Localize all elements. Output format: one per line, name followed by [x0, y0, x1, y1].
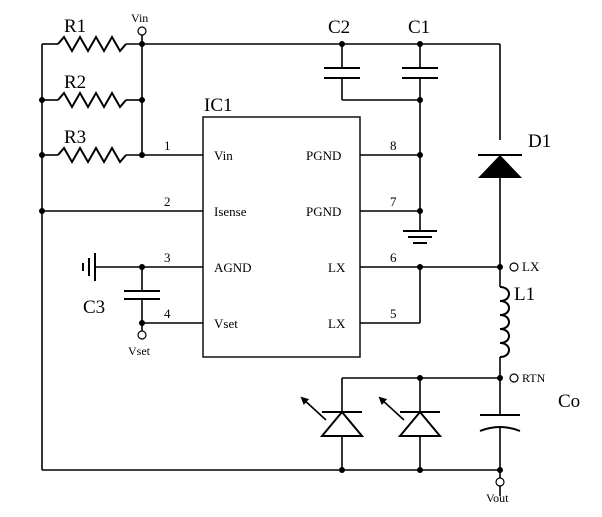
label-r1: R1	[64, 16, 86, 37]
terminal-lx	[509, 262, 519, 272]
pin-number-4: 4	[164, 306, 171, 321]
capacitor-co	[479, 414, 521, 432]
pin-number-1: 1	[164, 138, 171, 153]
terminal-rtn	[509, 373, 519, 383]
net-label-vin: Vin	[131, 11, 148, 25]
terminal-vin	[137, 26, 147, 36]
net-label-vout: Vout	[486, 491, 509, 505]
ground-icon-pgnd	[403, 230, 437, 244]
pin-name-lx-6: LX	[328, 260, 346, 275]
diode-d1	[478, 154, 522, 178]
label-r3: R3	[64, 127, 86, 148]
capacitor-c1	[402, 67, 438, 79]
led-1	[300, 396, 365, 437]
net-label-rtn: RTN	[522, 371, 546, 385]
pin-number-8: 8	[390, 138, 397, 153]
pin-name-isense: Isense	[214, 204, 247, 219]
label-co: Co	[558, 391, 580, 412]
resistor-r2	[57, 90, 127, 110]
net-label-lx: LX	[522, 259, 540, 274]
label-c2: C2	[328, 17, 350, 38]
label-d1: D1	[528, 131, 551, 152]
pin-name-pgnd-7: PGND	[306, 204, 341, 219]
pin-number-3: 3	[164, 250, 171, 265]
label-r2: R2	[64, 72, 86, 93]
net-label-vset: Vset	[128, 344, 151, 358]
label-c1: C1	[408, 17, 430, 38]
pin-name-pgnd-8: PGND	[306, 148, 341, 163]
pin-number-7: 7	[390, 194, 397, 209]
capacitor-c3	[124, 290, 160, 300]
pin-name-agnd: AGND	[214, 260, 252, 275]
junction-dots	[39, 41, 503, 473]
resistor-r3	[57, 145, 127, 165]
resistor-r1	[57, 34, 127, 54]
label-ic1: IC1	[204, 95, 233, 116]
led-2	[378, 396, 443, 437]
capacitor-c2	[324, 67, 360, 79]
ground-icon-agnd	[82, 253, 96, 281]
label-l1: L1	[514, 284, 535, 305]
label-c3: C3	[83, 297, 105, 318]
pin-name-vset: Vset	[214, 316, 238, 331]
pin-number-6: 6	[390, 250, 397, 265]
pin-name-vin: Vin	[214, 148, 233, 163]
pin-number-2: 2	[164, 194, 171, 209]
terminal-vset	[137, 330, 147, 340]
ic-body	[202, 116, 361, 358]
pin-name-lx-5: LX	[328, 316, 346, 331]
pin-number-5: 5	[390, 306, 397, 321]
inductor-l1	[499, 286, 510, 358]
terminal-vout	[495, 477, 505, 487]
